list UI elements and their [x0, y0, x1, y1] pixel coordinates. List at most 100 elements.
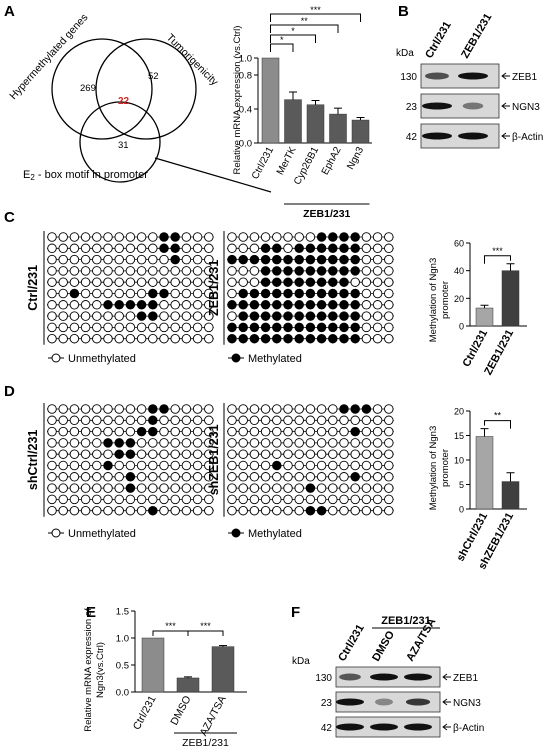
grid-sample-label: shCtrl/231: [26, 430, 40, 490]
unmethylated-site: [181, 505, 192, 516]
methylated-site: [305, 288, 316, 299]
unmethylated-site: [159, 449, 169, 459]
methylated-site: [350, 266, 360, 276]
unmethylated-site: [181, 483, 192, 493]
unmethylated-site: [125, 254, 136, 265]
unmethylated-site: [204, 494, 214, 505]
methylated-site: [272, 277, 282, 287]
methylated-site: [294, 288, 304, 299]
unmethylated-site: [294, 483, 304, 493]
methylated-site: [272, 288, 282, 299]
venn-circle-hypermethylated: [51, 38, 153, 140]
unmethylated-site: [170, 505, 180, 516]
unmethylated-site: [238, 266, 248, 276]
venn-label-tumorigenicity: Tumorigenicity: [164, 32, 221, 89]
methylated-site: [339, 254, 349, 265]
unmethylated-site: [192, 415, 203, 426]
methylated-site: [339, 277, 349, 287]
unmethylated-site: [294, 404, 304, 414]
unmethylated-site: [80, 277, 91, 287]
methylated-site: [350, 288, 360, 299]
significance-bracket: [187, 630, 224, 636]
unmethylated-site: [125, 333, 136, 344]
methylated-site: [249, 288, 260, 299]
significance-marker: **: [494, 411, 502, 421]
methylated-site: [328, 311, 338, 321]
y-tick-label: 0.0: [239, 139, 252, 150]
y-tick-label: 1.0: [239, 54, 252, 65]
unmethylated-site: [58, 300, 68, 310]
venn-circle-e2box: [79, 101, 161, 183]
protein-band: [405, 698, 431, 706]
unmethylated-site: [192, 404, 203, 414]
unmethylated-site: [92, 404, 102, 414]
bar: [176, 677, 200, 693]
unmethylated-site: [114, 460, 124, 471]
unmethylated-site: [170, 322, 180, 333]
legend-unmethylated-marker: [51, 528, 61, 538]
band-arrow: [501, 72, 510, 80]
unmethylated-site: [114, 415, 124, 426]
methylated-site: [316, 333, 327, 344]
unmethylated-site: [58, 449, 68, 459]
unmethylated-site: [136, 449, 147, 459]
unmethylated-site: [181, 472, 192, 482]
unmethylated-site: [170, 483, 180, 493]
methylated-site: [316, 254, 327, 265]
unmethylated-site: [361, 449, 372, 459]
unmethylated-site: [69, 311, 80, 321]
unmethylated-site: [80, 232, 91, 242]
unmethylated-site: [260, 472, 271, 482]
unmethylated-site: [192, 266, 203, 276]
unmethylated-site: [47, 505, 57, 516]
unmethylated-site: [227, 472, 237, 482]
unmethylated-site: [384, 300, 394, 310]
unmethylated-site: [58, 322, 68, 333]
methylated-site: [316, 300, 327, 310]
unmethylated-site: [58, 483, 68, 493]
unmethylated-site: [125, 494, 136, 505]
unmethylated-site: [148, 322, 158, 333]
unmethylated-site: [181, 404, 192, 414]
unmethylated-site: [69, 300, 80, 310]
methylated-site: [136, 300, 147, 310]
venn-label-e2box: E2 - box motif in promoter: [23, 169, 148, 182]
y-tick-label: 20: [454, 407, 464, 417]
unmethylated-site: [170, 300, 180, 310]
protein-band: [370, 673, 398, 681]
unmethylated-site: [125, 232, 136, 242]
unmethylated-site: [80, 494, 91, 505]
unmethylated-site: [47, 460, 57, 471]
y-tick-label: 5: [459, 480, 464, 490]
unmethylated-site: [47, 404, 57, 414]
unmethylated-site: [192, 288, 203, 299]
methylated-site: [148, 300, 158, 310]
unmethylated-site: [328, 438, 338, 448]
methylated-site: [316, 232, 327, 242]
methylated-site: [294, 322, 304, 333]
methylated-site: [283, 322, 293, 333]
unmethylated-site: [58, 415, 68, 426]
unmethylated-site: [80, 472, 91, 482]
chart-a-ylabel: Relative mRNA expression (vs.Ctrl): [232, 26, 243, 175]
legend-d: Unmethylated Methylated: [48, 528, 302, 540]
bar: [475, 436, 494, 510]
panel-label-a: A: [4, 3, 15, 20]
significance-marker: **: [301, 16, 309, 26]
unmethylated-site: [372, 300, 383, 310]
unmethylated-site: [103, 322, 113, 333]
unmethylated-site: [159, 505, 169, 516]
methylated-site: [316, 277, 327, 287]
unmethylated-site: [204, 266, 214, 276]
methylated-site: [136, 426, 147, 437]
unmethylated-site: [294, 472, 304, 482]
unmethylated-site: [136, 243, 147, 254]
unmethylated-site: [192, 494, 203, 505]
unmethylated-site: [148, 243, 158, 254]
unmethylated-site: [361, 232, 372, 242]
unmethylated-site: [272, 415, 282, 426]
unmethylated-site: [372, 505, 383, 516]
methylated-site: [103, 300, 113, 310]
